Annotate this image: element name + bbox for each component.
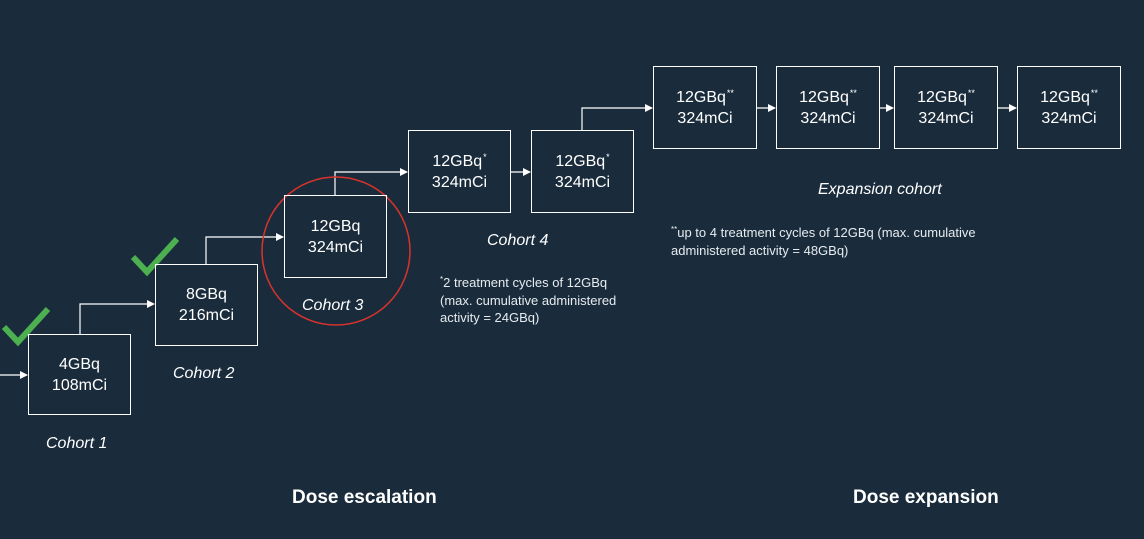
dose-value: 4GBq bbox=[59, 355, 100, 373]
dose-value: 12GBq** bbox=[917, 87, 975, 106]
cohort-3-box: 12GBq 324mCi bbox=[284, 195, 387, 278]
footnote-marker: ** bbox=[967, 87, 975, 98]
cohort-4-label: Cohort 4 bbox=[487, 232, 549, 249]
dose-value: 12GBq* bbox=[432, 151, 487, 170]
expansion-box-cycle-3: 12GBq** 324mCi bbox=[894, 66, 998, 149]
activity-value: 324mCi bbox=[307, 238, 364, 256]
expansion-box-cycle-1: 12GBq** 324mCi bbox=[653, 66, 757, 149]
dose-value: 12GBq** bbox=[1040, 87, 1098, 106]
dose-value: 12GBq* bbox=[555, 151, 610, 170]
footnote-marker: ** bbox=[671, 225, 678, 234]
activity-value: 324mCi bbox=[431, 173, 488, 191]
expansion-cohort-label: Expansion cohort bbox=[818, 181, 942, 198]
footnote-marker: * bbox=[440, 275, 444, 284]
cohort-4-box-cycle-1: 12GBq* 324mCi bbox=[408, 130, 511, 213]
footnote-marker: * bbox=[606, 151, 610, 162]
arrow-cohort4-to-expansion bbox=[581, 104, 653, 130]
dose-expansion-title: Dose expansion bbox=[853, 487, 999, 508]
dose-value: 8GBq bbox=[186, 286, 227, 303]
footnote-marker: ** bbox=[726, 87, 734, 98]
cohort-3-label: Cohort 3 bbox=[302, 297, 364, 314]
dose-escalation-title: Dose escalation bbox=[292, 487, 437, 508]
arrow-cohort2-to-cohort3 bbox=[205, 233, 284, 264]
activity-value: 324mCi bbox=[1041, 109, 1097, 127]
footnote-marker: ** bbox=[1090, 87, 1098, 98]
expansion-box-cycle-2: 12GBq** 324mCi bbox=[776, 66, 880, 149]
activity-value: 216mCi bbox=[178, 307, 235, 324]
check-icon-cohort-1 bbox=[1, 306, 51, 347]
arrow-cohort3-to-cohort4 bbox=[334, 168, 408, 195]
activity-value: 108mCi bbox=[51, 376, 108, 394]
cohort-4-footnote: *2 treatment cycles of 12GBq (max. cumul… bbox=[440, 275, 617, 325]
cohort-4-box-cycle-2: 12GBq* 324mCi bbox=[531, 130, 634, 213]
activity-value: 324mCi bbox=[554, 173, 611, 191]
dose-value: 12GBq** bbox=[676, 87, 734, 106]
footnote-marker: * bbox=[483, 151, 487, 162]
cohort-2-box: 8GBq 216mCi bbox=[155, 264, 258, 346]
footnote-marker: ** bbox=[849, 87, 857, 98]
cohort-1-box: 4GBq 108mCi bbox=[28, 334, 131, 415]
expansion-footnote: **up to 4 treatment cycles of 12GBq (max… bbox=[671, 225, 976, 258]
dose-value: 12GBq bbox=[310, 217, 361, 235]
arrow-cohort1-to-cohort2 bbox=[79, 300, 155, 334]
activity-value: 324mCi bbox=[800, 109, 856, 127]
dose-value: 12GBq** bbox=[799, 87, 857, 106]
cohort-2-label: Cohort 2 bbox=[173, 365, 235, 382]
activity-value: 324mCi bbox=[918, 109, 974, 127]
cohort-1-label: Cohort 1 bbox=[46, 435, 108, 452]
cohort-3-highlight-circle bbox=[261, 176, 411, 326]
activity-value: 324mCi bbox=[677, 109, 733, 127]
check-icon-cohort-2 bbox=[130, 236, 180, 277]
expansion-box-cycle-4: 12GBq** 324mCi bbox=[1017, 66, 1121, 149]
